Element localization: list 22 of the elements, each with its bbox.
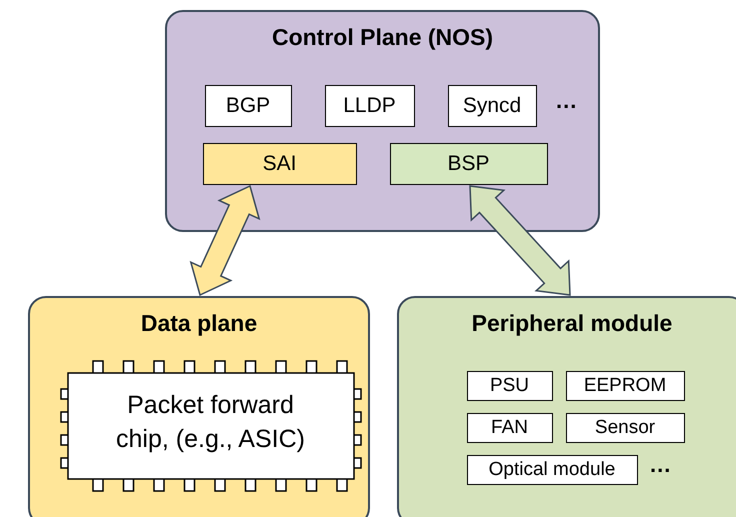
module-box: LLDP [324, 84, 414, 126]
module-box: Sensor [566, 412, 684, 442]
double-arrow [469, 185, 571, 296]
module-box: Optical module [466, 454, 638, 484]
module-box: Syncd [448, 84, 536, 126]
panel-title: Data plane [140, 310, 258, 337]
double-arrow [190, 184, 260, 296]
panel-title: Control Plane (NOS) [270, 24, 494, 51]
ellipsis: ... [556, 88, 578, 114]
module-box: EEPROM [566, 370, 684, 400]
panel [165, 10, 600, 232]
panel [397, 296, 736, 517]
interface-box: SAI [202, 142, 356, 184]
module-box: FAN [466, 412, 552, 442]
ellipsis: ... [650, 452, 672, 478]
panel-title: Peripheral module [470, 310, 674, 337]
panel [28, 296, 370, 517]
module-box: PSU [466, 370, 552, 400]
interface-box: BSP [390, 142, 548, 184]
module-box: BGP [204, 84, 292, 126]
chip-drawing [60, 360, 362, 492]
chip-label: Packet forward chip, (e.g., ASIC) [115, 390, 306, 454]
